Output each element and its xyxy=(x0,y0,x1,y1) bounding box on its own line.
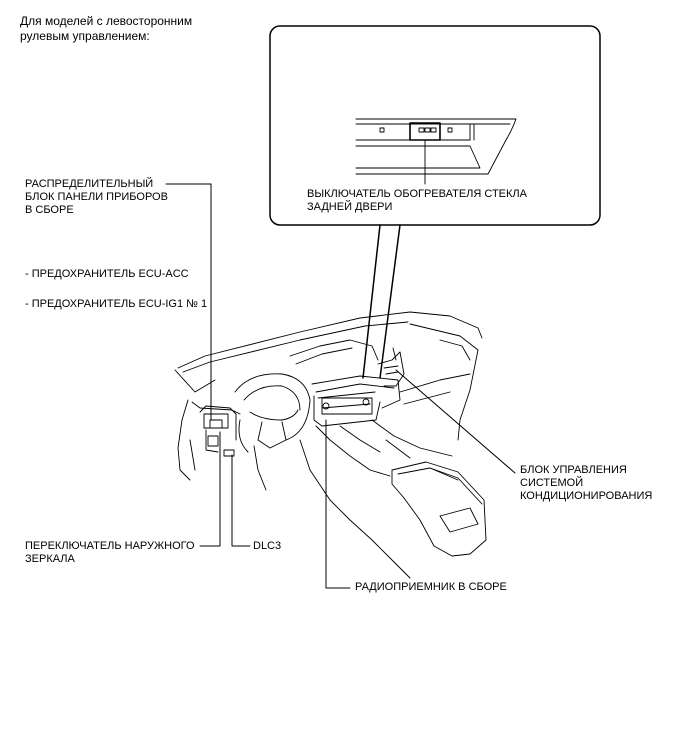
leader-ac-control xyxy=(395,369,516,474)
label-junction-block: РАСПРЕДЕЛИТЕЛЬНЫЙ БЛОК ПАНЕЛИ ПРИБОРОВ В… xyxy=(25,178,168,216)
label-radio: РАДИОПРИЕМНИК В СБОРЕ xyxy=(355,581,507,593)
leader-dlc3 xyxy=(231,454,251,547)
leader-junction-block xyxy=(165,183,212,421)
inset-panel-detail xyxy=(355,118,517,185)
label-ac-control: БЛОК УПРАВЛЕНИЯ СИСТЕМОЙ КОНДИЦИОНИРОВАН… xyxy=(520,464,653,502)
label-mirror-switch: ПЕРЕКЛЮЧАТЕЛЬ НАРУЖНОГО ЗЕРКАЛА xyxy=(25,540,195,565)
page-header: Для моделей с левосторонним рулевым упра… xyxy=(20,14,193,43)
dashboard-outline xyxy=(174,311,487,579)
leader-radio xyxy=(325,419,351,589)
leader-mirror-switch xyxy=(199,431,221,547)
leader-lines xyxy=(165,183,516,589)
label-dlc3: DLC3 xyxy=(253,540,282,552)
label-fuse-acc: - ПРЕДОХРАНИТЕЛЬ ECU-ACC xyxy=(25,268,189,280)
label-rear-defogger-switch: ВЫКЛЮЧАТЕЛЬ ОБОГРЕВАТЕЛЯ СТЕКЛА ЗАДНЕЙ Д… xyxy=(307,188,527,213)
inset-box xyxy=(269,25,601,379)
label-fuse-ig1: - ПРЕДОХРАНИТЕЛЬ ECU-IG1 № 1 xyxy=(25,298,208,310)
